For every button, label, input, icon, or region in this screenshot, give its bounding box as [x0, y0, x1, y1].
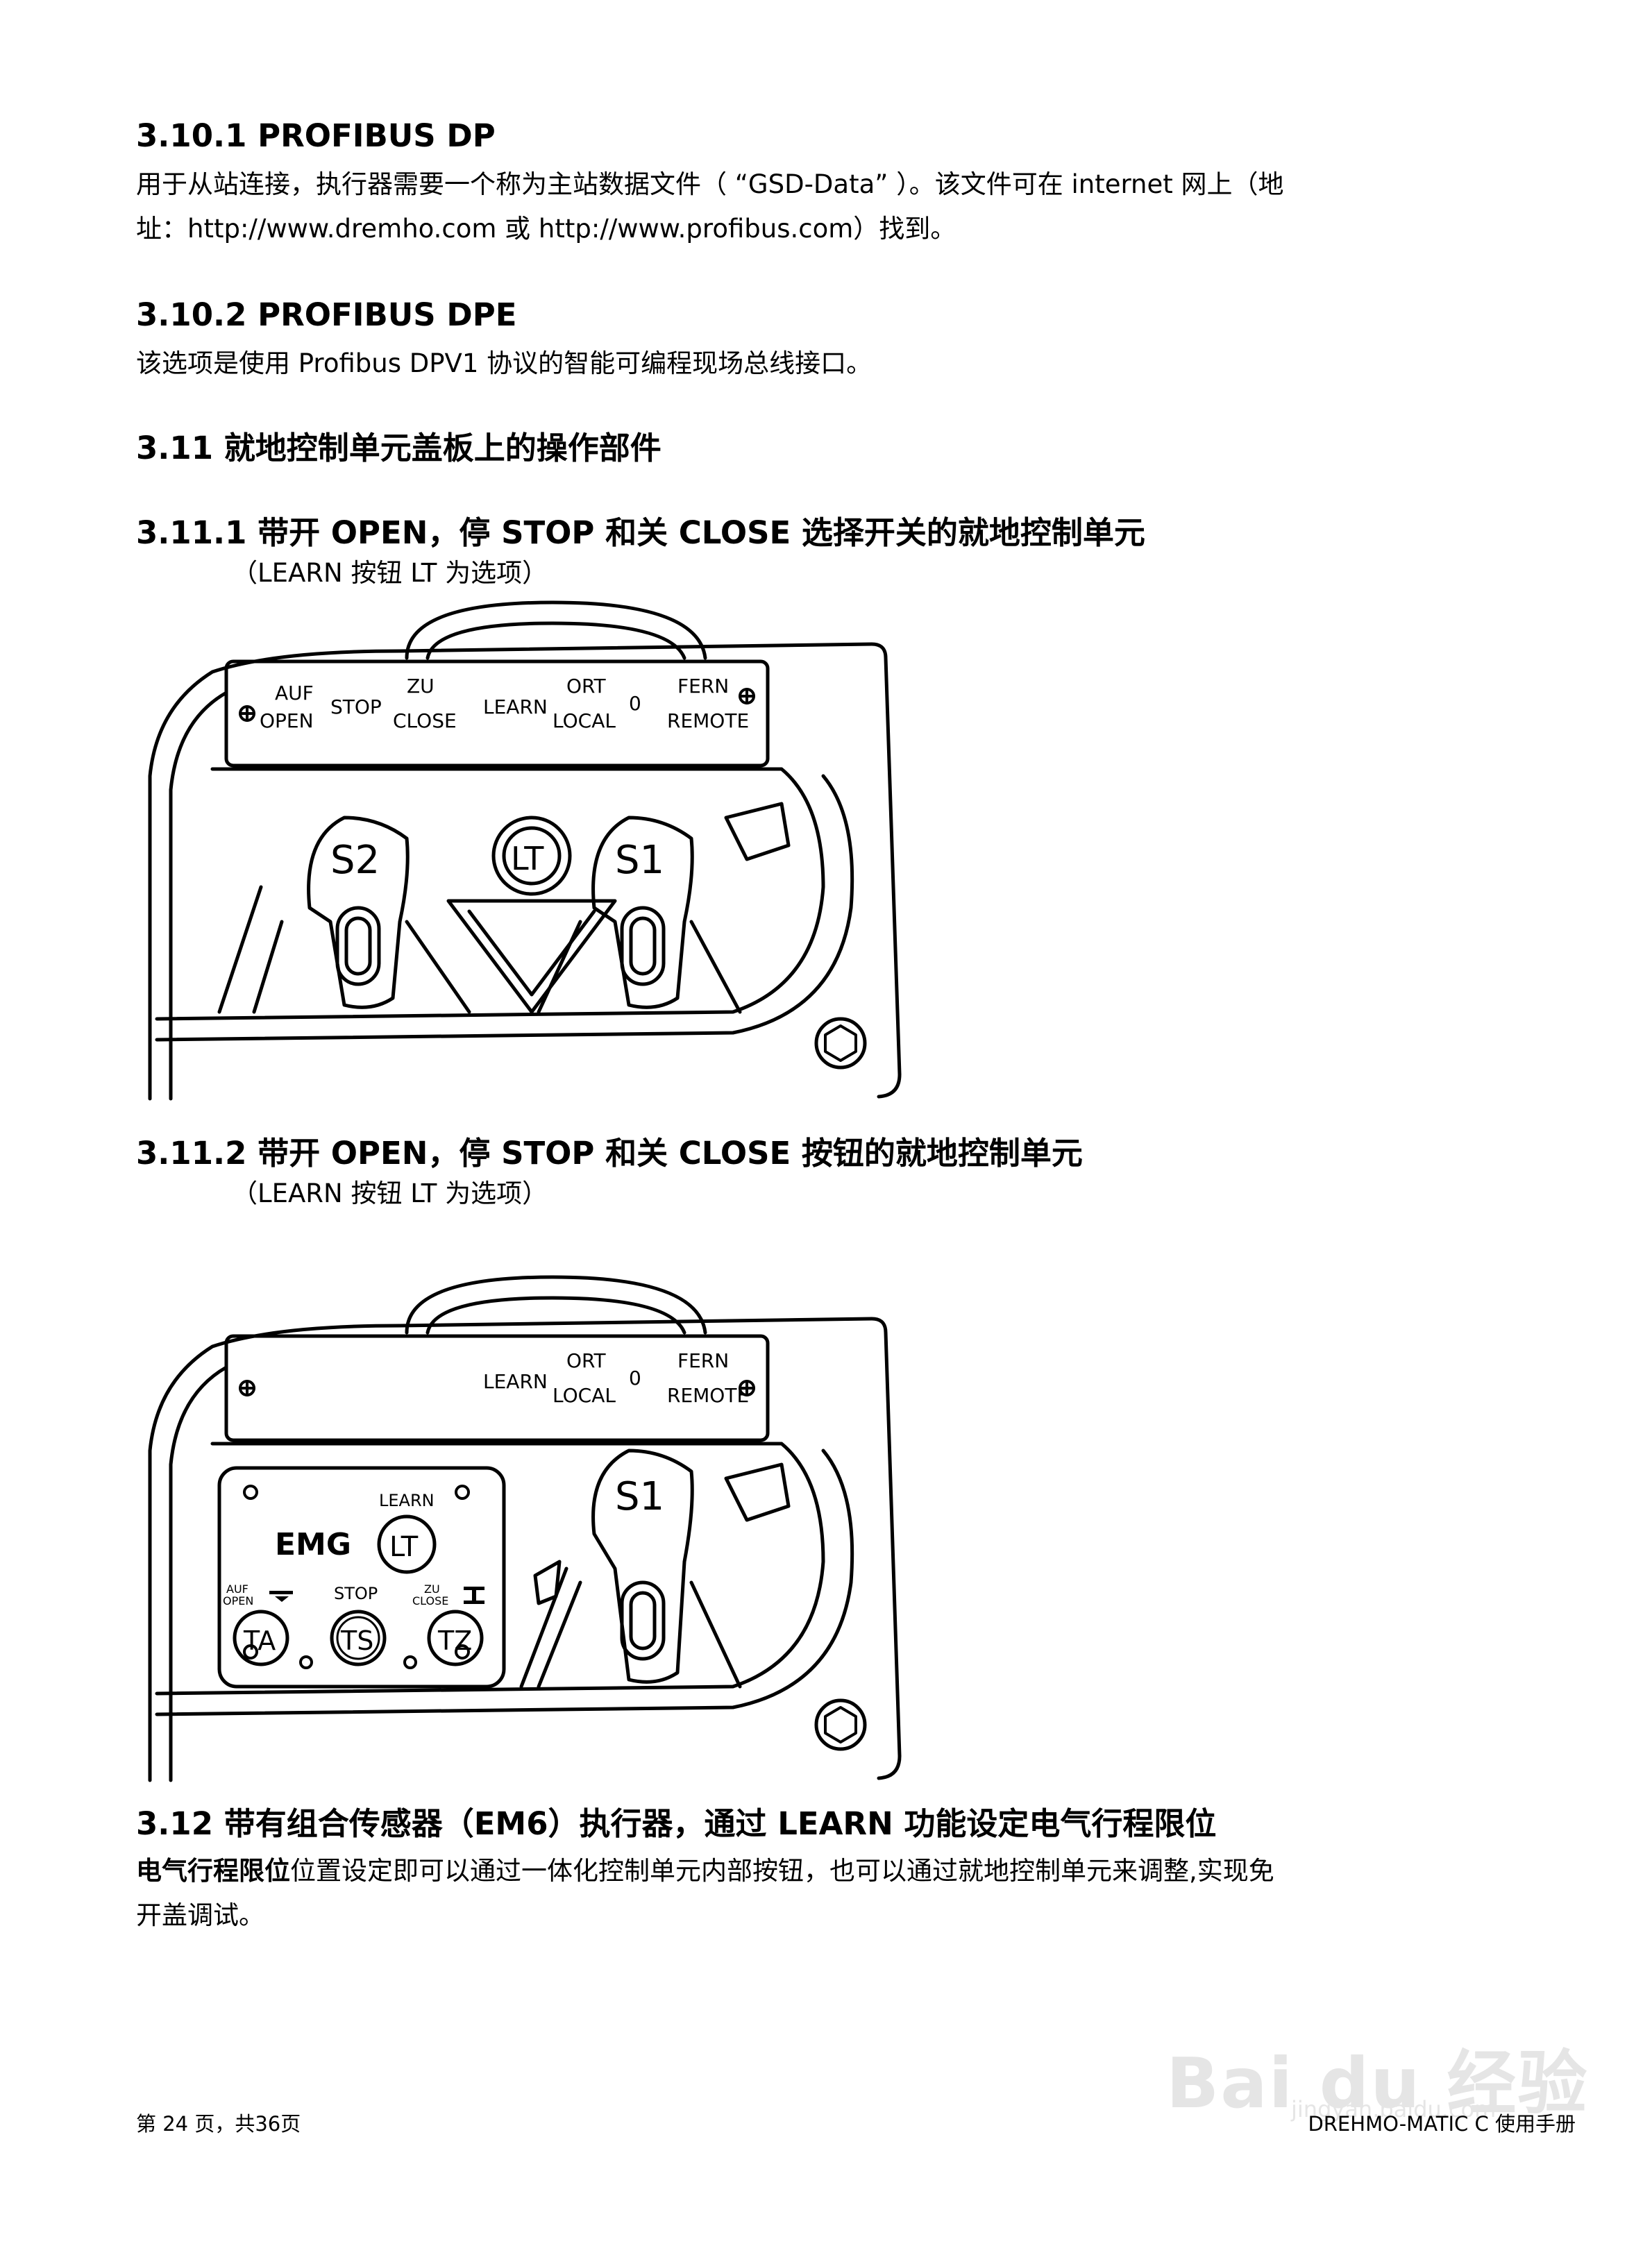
section-heading-3-10-1: 3.10.1 PROFIBUS DP — [136, 117, 496, 154]
plate-label-zero: 0 — [629, 1367, 641, 1390]
footer-page-number: 第 24 页，共36页 — [136, 2112, 301, 2136]
plate-label-stop: STOP — [330, 695, 382, 718]
section-heading-3-11-2: 3.11.2 带开 OPEN，停 STOP 和关 CLOSE 按钮的就地控制单元 — [136, 1135, 1083, 1172]
plate-label-learn: LEARN — [483, 1370, 548, 1393]
section-note: （LEARN 按钮 LT 为选项） — [232, 1179, 548, 1208]
panel-label-zu: ZU — [424, 1582, 440, 1596]
watermark-logo: Bai du 经验 jingyan.baidu.com — [1138, 1985, 1587, 2124]
button-ts-label: TS — [340, 1626, 373, 1656]
paragraph-line: 开盖调试。 — [136, 1900, 264, 1930]
paragraph-line: 该选项是使用 Profibus DPV1 协议的智能可编程现场总线接口。 — [136, 348, 873, 378]
button-lt-label: LT — [511, 840, 544, 877]
plate-label-remote: REMOTE — [667, 709, 749, 732]
watermark-text: Bai du 经验 — [1166, 2043, 1589, 2124]
plate-label-open: OPEN — [260, 709, 314, 732]
plate-label-close: CLOSE — [393, 709, 457, 732]
button-ta-label: TA — [243, 1626, 276, 1656]
plate-label-ort: ORT — [566, 675, 606, 698]
panel-label-stop: STOP — [334, 1584, 378, 1603]
panel-label-close: CLOSE — [412, 1594, 448, 1607]
switch-s1-label: S1 — [615, 1474, 664, 1519]
section-note: （LEARN 按钮 LT 为选项） — [232, 558, 548, 588]
figure-local-control-buttons: LEARN ORT LOCAL 0 FERN REMOTE EMG LEARN … — [136, 1270, 920, 1784]
plate-label-auf: AUF — [275, 682, 314, 704]
panel-logo-emg: EMG — [275, 1527, 351, 1562]
footer-manual-title: DREHMO-MATIC C 使用手册 — [1308, 2112, 1576, 2136]
button-tz-label: TZ — [437, 1626, 472, 1656]
switch-s2-label: S2 — [330, 838, 380, 883]
paragraph-rest: 位置设定即可以通过一体化控制单元内部按钮，也可以通过就地控制单元来调整,实现免 — [290, 1856, 1274, 1886]
section-heading-3-10-2: 3.10.2 PROFIBUS DPE — [136, 296, 517, 333]
button-lt-label: LT — [389, 1531, 419, 1563]
plate-label-fern: FERN — [677, 1349, 729, 1372]
plate-label-ort: ORT — [566, 1349, 606, 1372]
figure-local-control-selector: AUF OPEN STOP ZU CLOSE LEARN ORT LOCAL 0… — [136, 596, 920, 1102]
plate-label-remote: REMOTE — [667, 1384, 749, 1407]
plate-label-fern: FERN — [677, 675, 729, 698]
watermark-subtext: jingyan.baidu.com — [1291, 2096, 1497, 2122]
plate-label-zero: 0 — [629, 692, 641, 715]
paragraph-line: 用于从站连接，执行器需要一个称为主站数据文件（ “GSD-Data” ）。该文件… — [136, 169, 1284, 199]
panel-label-learn: LEARN — [379, 1491, 435, 1510]
panel-label-open: OPEN — [223, 1594, 253, 1607]
plate-label-zu: ZU — [407, 675, 435, 698]
section-heading-3-11-1: 3.11.1 带开 OPEN，停 STOP 和关 CLOSE 选择开关的就地控制… — [136, 514, 1145, 551]
section-heading-3-12: 3.12 带有组合传感器（EM6）执行器，通过 LEARN 功能设定电气行程限位 — [136, 1805, 1217, 1842]
bold-lead: 电气行程限位 — [136, 1856, 290, 1886]
plate-label-local: LOCAL — [553, 709, 616, 732]
plate-label-local: LOCAL — [553, 1384, 616, 1407]
paragraph-line: 址：http://www.dremho.com 或 http://www.pro… — [136, 214, 956, 244]
plate-label-learn: LEARN — [483, 695, 548, 718]
switch-s1-label: S1 — [615, 838, 664, 883]
panel-label-auf: AUF — [226, 1582, 248, 1596]
section-heading-3-11: 3.11 就地控制单元盖板上的操作部件 — [136, 430, 661, 466]
paragraph-line: 电气行程限位位置设定即可以通过一体化控制单元内部按钮，也可以通过就地控制单元来调… — [136, 1846, 1274, 1896]
